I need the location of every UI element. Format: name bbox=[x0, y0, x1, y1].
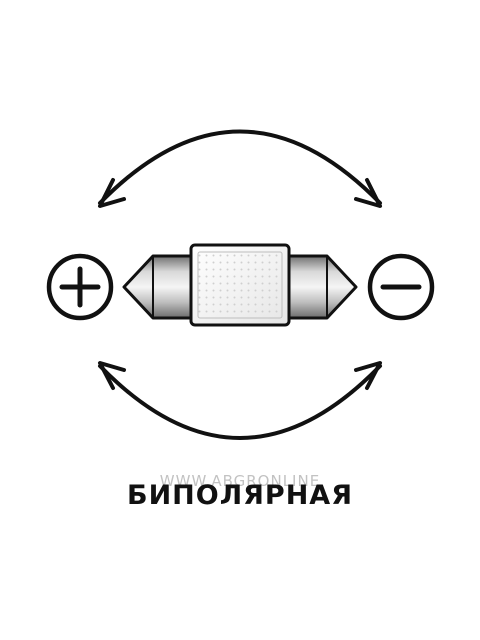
bidirectional-arrow-top bbox=[98, 129, 382, 208]
bulb-right-cap bbox=[285, 254, 358, 320]
caption: WWW.ABGRONLINE БИПОЛЯРНАЯ bbox=[0, 470, 480, 530]
plus-icon bbox=[46, 253, 114, 321]
bidirectional-arrow-bottom bbox=[98, 361, 382, 440]
bulb-left-cap bbox=[122, 254, 195, 320]
watermark-text: WWW.ABGRONLINE bbox=[159, 472, 321, 490]
festoon-led-bulb bbox=[122, 243, 358, 327]
minus-icon bbox=[367, 253, 435, 321]
bulb-led-chip bbox=[189, 243, 291, 327]
diagram-title: БИПОЛЯРНАЯ bbox=[126, 480, 353, 511]
